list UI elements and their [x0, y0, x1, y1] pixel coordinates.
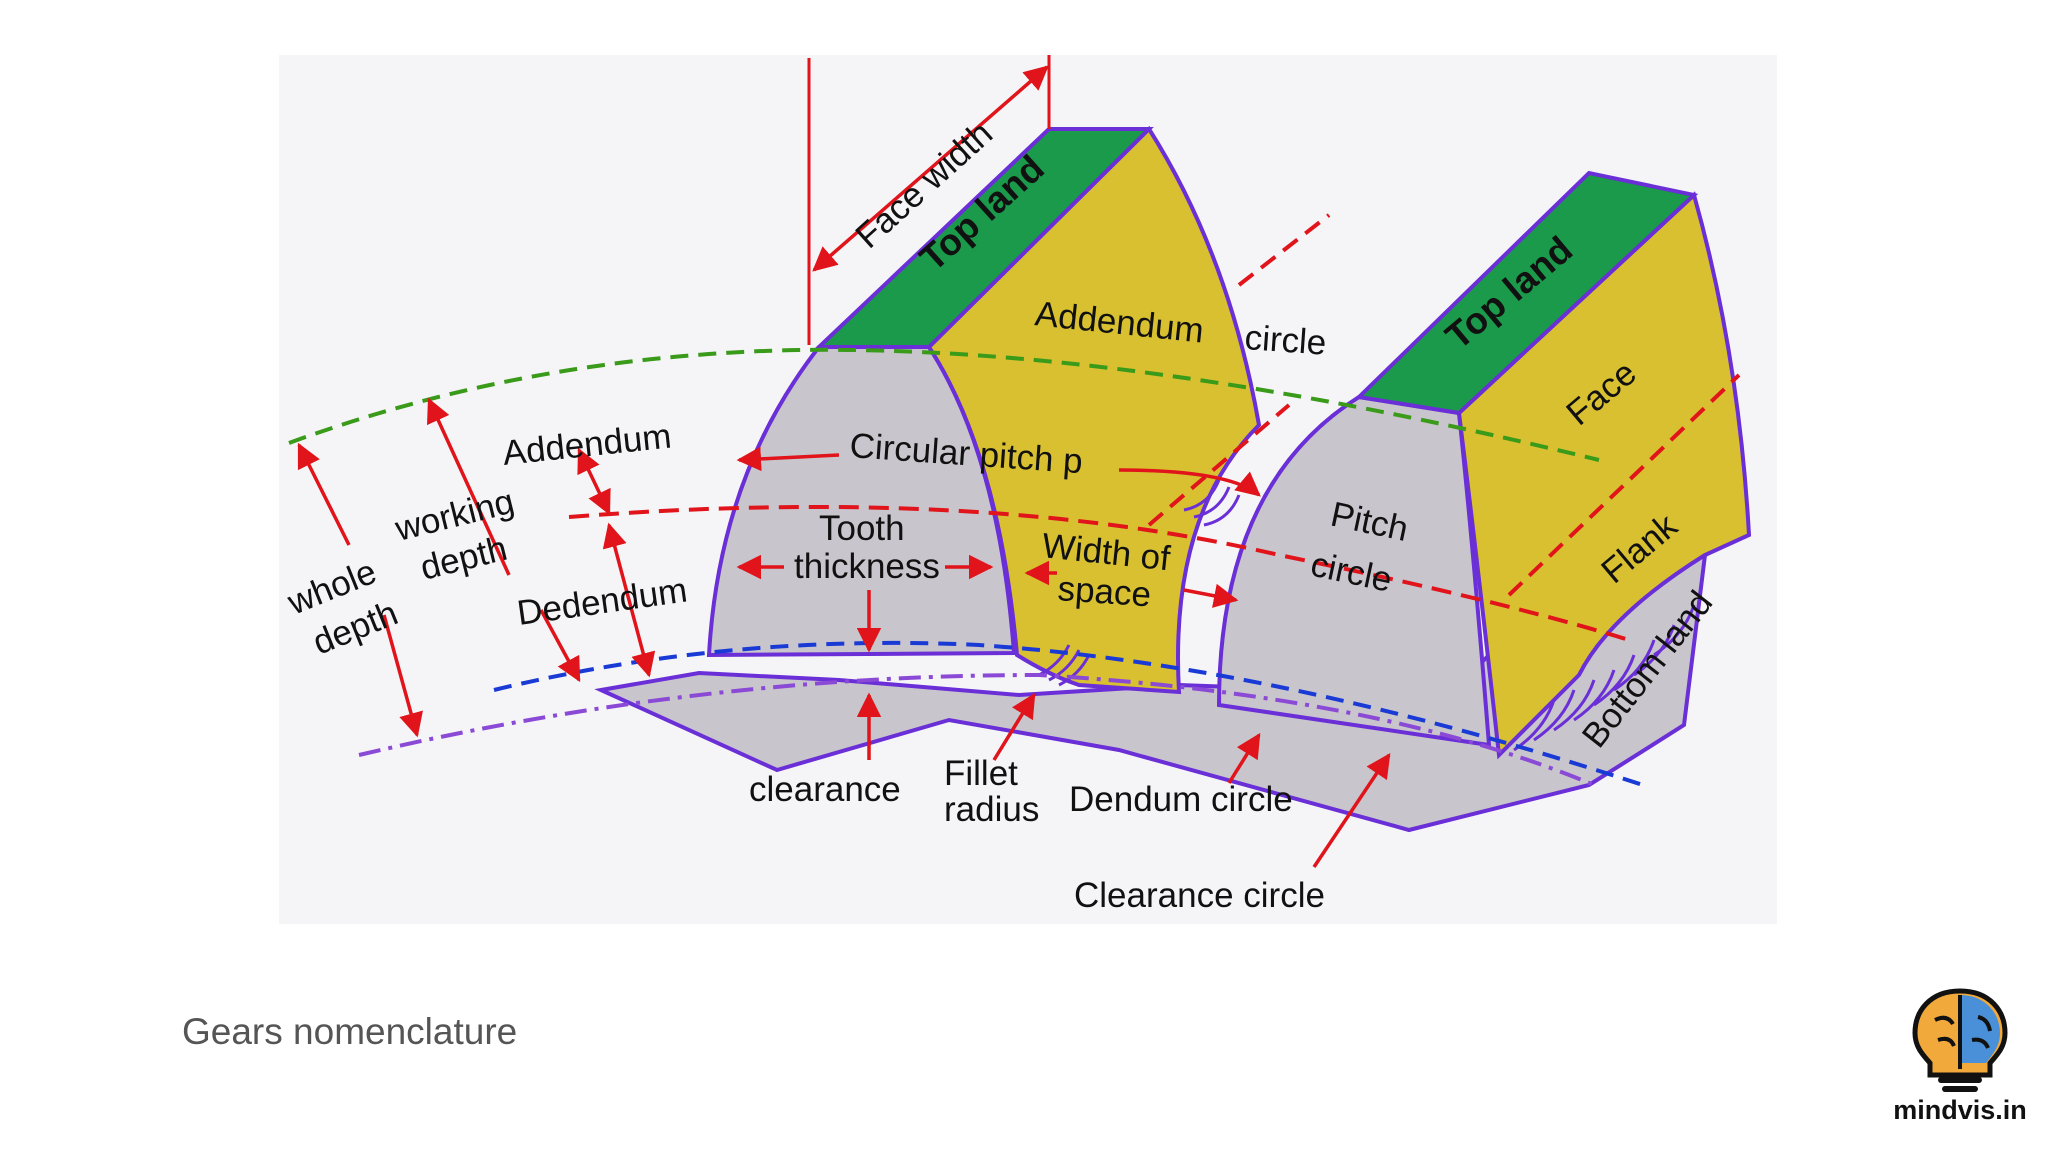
addendum-circle-line: [288, 347, 1600, 462]
label-fillet-2: radius: [944, 790, 1039, 829]
site-logo: mindvis.in: [1890, 985, 2030, 1130]
dedendum-circle-line: [493, 640, 1650, 789]
gear-nomenclature-diagram: Face width Top land Top land Addendum ci…: [279, 55, 1777, 924]
gear-diagram-svg: Face width Top land Top land Addendum ci…: [281, 55, 1752, 915]
dimension-arrows: [297, 65, 1391, 868]
top-land-right: [1354, 170, 1699, 416]
label-tooth-1: Tooth: [819, 509, 905, 548]
tooth-right-face: [1456, 191, 1752, 760]
label-dedendum: Dedendum: [515, 570, 690, 632]
brain-bulb-icon: [1912, 988, 2008, 1092]
label-tooth-2: thickness: [794, 547, 940, 586]
label-dendum-circle: Dendum circle: [1069, 780, 1293, 819]
pitch-circle-line: [568, 504, 1630, 642]
label-addendum-circle-2: circle: [1243, 318, 1327, 363]
label-fillet-1: Fillet: [944, 754, 1018, 793]
clearance-circle-line: [358, 672, 1595, 787]
figure-caption: Gears nomenclature: [182, 1011, 518, 1052]
label-width-of-space-2: space: [1056, 569, 1152, 614]
logo-text: mindvis.in: [1893, 1095, 2027, 1125]
label-clearance: clearance: [749, 770, 901, 809]
label-clearance-circle: Clearance circle: [1074, 876, 1325, 915]
